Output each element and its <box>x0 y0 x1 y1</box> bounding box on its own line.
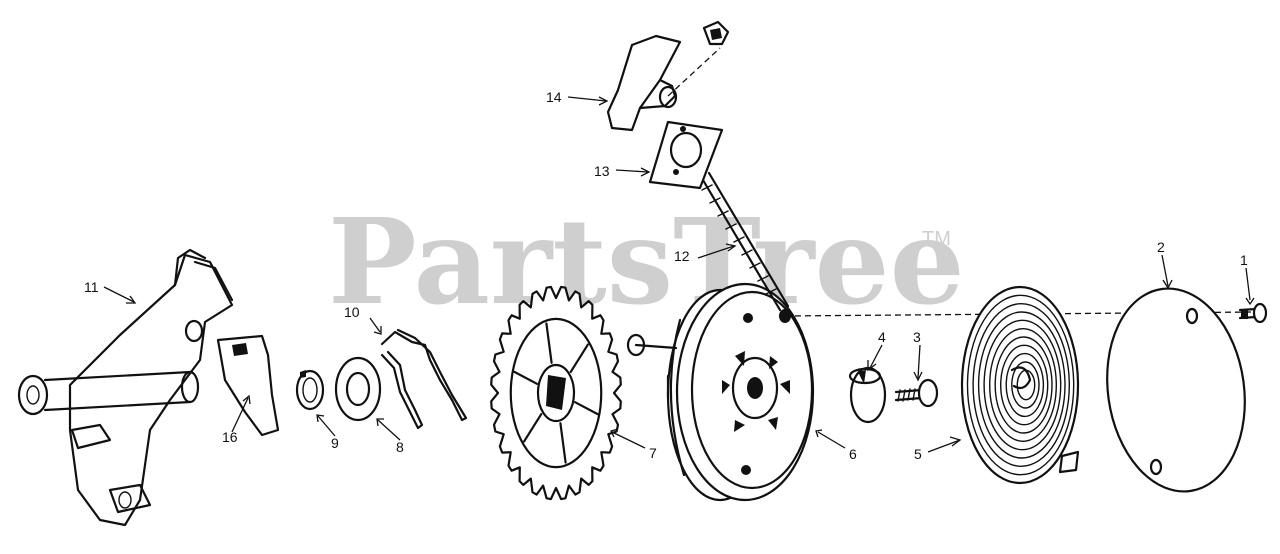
callout-14: 14 <box>546 89 562 105</box>
spring-coil <box>994 336 1053 434</box>
part-8-washer <box>334 356 382 422</box>
watermark-trademark: TM <box>922 228 951 250</box>
part-10-wire-spring <box>380 328 468 430</box>
spring-coil <box>983 319 1062 451</box>
gear-hub-key <box>546 375 566 410</box>
callout-13: 13 <box>594 163 610 179</box>
spring-outer <box>960 285 1080 485</box>
leader-lines <box>103 96 1255 453</box>
gear-rim <box>509 317 603 469</box>
part-2-cover <box>1106 287 1246 493</box>
part-3-screw <box>894 378 939 408</box>
spring-coil <box>1005 352 1045 418</box>
callout-10: 10 <box>344 304 360 320</box>
gear-spoke <box>522 413 543 443</box>
gear-spoke <box>569 343 590 373</box>
spring-coil <box>972 303 1071 468</box>
gear-spoke <box>545 322 553 364</box>
part-6-pulley <box>626 282 815 502</box>
callout-11: 11 <box>84 279 99 295</box>
gear-spoke <box>513 370 539 385</box>
spring-coil <box>977 311 1066 459</box>
callout-3: 3 <box>913 329 921 345</box>
callout-16: 16 <box>222 429 238 445</box>
callout-4: 4 <box>878 329 886 345</box>
part-7-gear <box>490 285 622 501</box>
part-16-plate <box>216 334 280 437</box>
spring-hook <box>1058 450 1080 474</box>
part-13-rope-guide <box>648 120 724 190</box>
spring-coil <box>999 344 1049 426</box>
part-4-cup <box>848 366 887 424</box>
callout-9: 9 <box>331 435 339 451</box>
part-12-rope <box>698 171 790 312</box>
gear-spoke <box>573 401 599 416</box>
callout-1: 1 <box>1240 252 1248 268</box>
part-5-recoil-spring <box>960 285 1080 485</box>
part-1-screw <box>1238 302 1268 324</box>
callout-5: 5 <box>914 446 922 462</box>
spring-coil <box>989 328 1058 443</box>
spring-coil <box>966 294 1075 476</box>
part-14-handle <box>606 20 730 132</box>
callout-2: 2 <box>1157 239 1165 255</box>
watermark-text: PartsTree <box>328 192 965 331</box>
part-11-bracket <box>17 248 234 527</box>
callout-labels: 1 2 3 4 5 6 7 8 9 10 11 12 13 14 16 <box>84 89 1248 462</box>
callout-6: 6 <box>849 446 857 462</box>
handle-assembly-line <box>667 47 721 97</box>
callout-12: 12 <box>674 248 690 264</box>
gear-spoke <box>559 422 567 464</box>
spring-center-hook <box>1010 366 1032 390</box>
part-9-clip <box>295 369 325 411</box>
callout-7: 7 <box>649 445 657 461</box>
callout-8: 8 <box>396 439 404 455</box>
spring-coil <box>1011 361 1040 409</box>
